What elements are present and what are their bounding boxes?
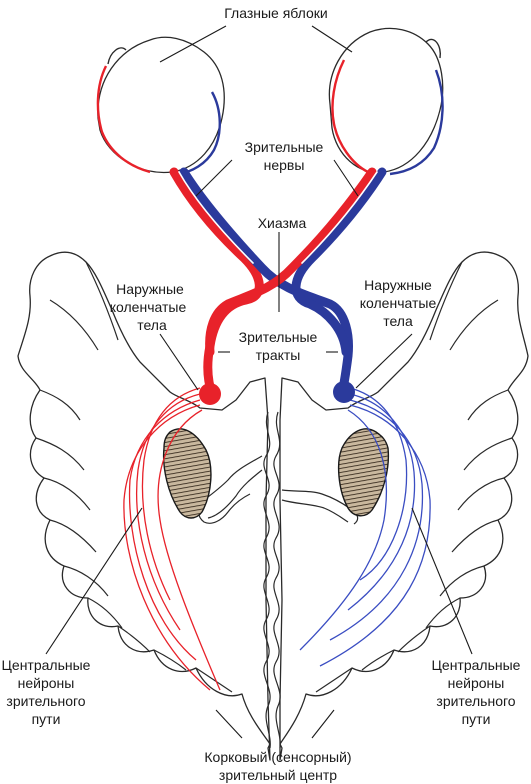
right-nucleus [337,428,390,517]
label-neurons-left-1: Центральные [2,657,91,673]
midline-fissure [263,411,271,749]
label-cortex-2: зрительный центр [219,767,337,783]
right-optic-radiation [299,387,431,667]
leader-lines [45,25,473,739]
label-tracts-1: Зрительные [239,329,318,345]
right-gyri [315,261,513,693]
label-neurons-right-4: пути [462,711,491,727]
label-lgn-left-2: коленчатые [110,299,187,315]
midline-fissure-inner [273,411,281,749]
label-neurons-left-2: нейроны [18,675,75,691]
left-nucleus [162,428,212,519]
right-lgn [333,381,355,403]
label-cortex-1: Корковый (сенсорный) [204,749,351,765]
label-neurons-left-4: пути [32,711,61,727]
right-eyeball [328,27,444,176]
label-eyeballs: Глазные яблоки [224,5,328,21]
left-hemisphere-outline [17,251,271,761]
left-eyeball [96,36,225,176]
label-neurons-right-2: нейроны [448,675,505,691]
left-gyri [35,261,233,693]
label-lgn-left-3: тела [137,317,167,333]
optic-pathway [169,167,387,399]
label-optic-nerves-1: Зрительные [245,139,324,155]
label-chiasm: Хиазма [258,215,307,231]
ventricle-right [281,489,359,525]
label-lgn-right-2: коленчатые [360,295,437,311]
label-lgn-right-3: тела [383,313,413,329]
left-optic-radiation [123,387,221,691]
label-lgn-left-1: Наружные [116,281,184,297]
label-neurons-right-1: Центральные [432,657,521,673]
labels: Глазные яблоки Зрительные нервы Хиазма Н… [2,5,521,783]
label-optic-nerves-2: нервы [264,157,305,173]
label-neurons-left-3: зрительного [6,693,85,709]
label-tracts-2: тракты [256,347,301,363]
label-lgn-right-1: Наружные [364,277,432,293]
label-neurons-right-3: зрительного [436,693,515,709]
left-lgn [199,383,221,405]
